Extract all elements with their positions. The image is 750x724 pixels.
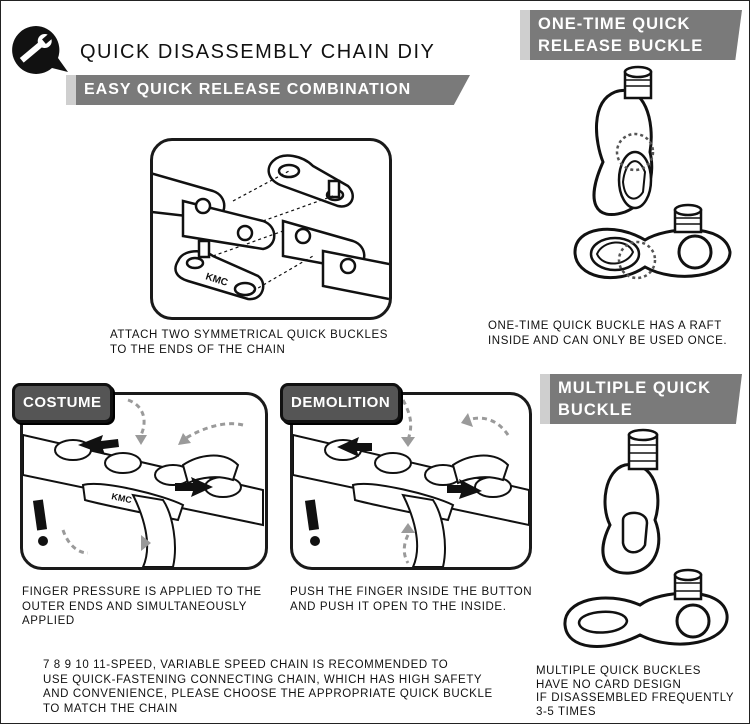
main-chain-diagram: KMC bbox=[150, 138, 392, 320]
multiple-banner-line2: BUCKLE bbox=[558, 401, 633, 419]
costume-caption: FINGER PRESSURE IS APPLIED TO THE OUTER … bbox=[22, 585, 262, 629]
one-time-caption-line1: ONE-TIME QUICK BUCKLE HAS A RAFT bbox=[488, 320, 722, 332]
footer-line4: TO MATCH THE CHAIN bbox=[43, 702, 178, 715]
page-title: QUICK DISASSEMBLY CHAIN DIY bbox=[80, 41, 436, 63]
costume-caption-line2: OUTER ENDS AND SIMULTANEOUSLY bbox=[22, 600, 248, 613]
main-caption-line2: TO THE ENDS OF THE CHAIN bbox=[110, 343, 286, 356]
costume-caption-line1: FINGER PRESSURE IS APPLIED TO THE bbox=[22, 586, 262, 598]
multiple-buckle-banner: MULTIPLE QUICK BUCKLE bbox=[540, 374, 742, 424]
multiple-caption-line3: IF DISASSEMBLED FREQUENTLY bbox=[536, 692, 735, 704]
demolition-caption-line1: PUSH THE FINGER INSIDE THE BUTTON bbox=[290, 586, 533, 598]
footer-line3: AND CONVENIENCE, PLEASE CHOOSE THE APPRO… bbox=[43, 688, 493, 700]
wrench-icon bbox=[6, 22, 74, 78]
demolition-caption: PUSH THE FINGER INSIDE THE BUTTON AND PU… bbox=[290, 585, 532, 614]
multiple-caption-line1: MULTIPLE QUICK BUCKLES bbox=[536, 665, 702, 677]
exclamation-icon-demolition bbox=[304, 499, 320, 546]
one-time-caption-line2: INSIDE AND CAN ONLY BE USED ONCE. bbox=[488, 334, 728, 347]
subtitle-banner-text: EASY QUICK RELEASE COMBINATION bbox=[84, 81, 412, 98]
footer-line2: USE QUICK-FASTENING CONNECTING CHAIN, WH… bbox=[43, 673, 483, 686]
multiple-buckle-illustration bbox=[555, 425, 745, 660]
multiple-caption-line2: HAVE NO CARD DESIGN bbox=[536, 678, 682, 691]
costume-tag: COSTUME bbox=[12, 383, 113, 423]
main-diagram-caption: ATTACH TWO SYMMETRICAL QUICK BUCKLES TO … bbox=[110, 328, 388, 357]
demolition-tag: DEMOLITION bbox=[280, 383, 402, 423]
exclamation-icon bbox=[32, 499, 48, 546]
multiple-caption-line4: 3-5 TIMES bbox=[536, 705, 597, 718]
subtitle-banner: EASY QUICK RELEASE COMBINATION bbox=[66, 75, 470, 105]
one-time-caption: ONE-TIME QUICK BUCKLE HAS A RAFT INSIDE … bbox=[488, 319, 727, 348]
one-time-banner-line2: RELEASE BUCKLE bbox=[538, 37, 704, 55]
footer-note: 7 8 9 10 11-SPEED, VARIABLE SPEED CHAIN … bbox=[43, 658, 493, 716]
costume-caption-line3: APPLIED bbox=[22, 615, 75, 627]
footer-line1: 7 8 9 10 11-SPEED, VARIABLE SPEED CHAIN … bbox=[43, 659, 449, 671]
one-time-buckle-illustration bbox=[555, 62, 745, 302]
multiple-banner-line1: MULTIPLE QUICK bbox=[558, 379, 712, 397]
one-time-buckle-banner: ONE-TIME QUICK RELEASE BUCKLE bbox=[520, 10, 742, 60]
one-time-banner-line1: ONE-TIME QUICK bbox=[538, 15, 691, 33]
main-caption-line1: ATTACH TWO SYMMETRICAL QUICK BUCKLES bbox=[110, 329, 389, 341]
costume-link-brand: KMC bbox=[111, 491, 134, 505]
demolition-caption-line2: AND PUSH IT OPEN TO THE INSIDE. bbox=[290, 600, 507, 613]
multiple-caption: MULTIPLE QUICK BUCKLES HAVE NO CARD DESI… bbox=[536, 665, 734, 719]
